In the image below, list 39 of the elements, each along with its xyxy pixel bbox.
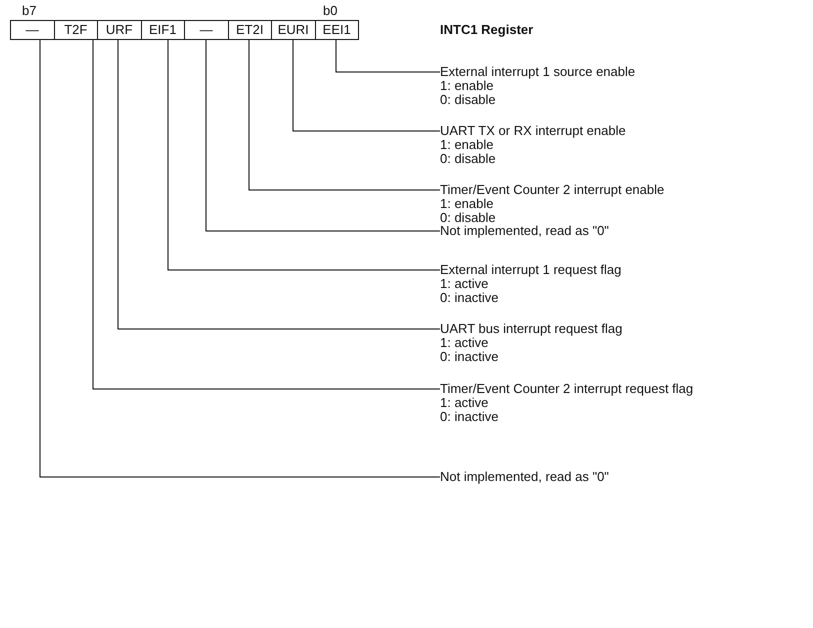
bit-description: Not implemented, read as "0" <box>440 470 609 484</box>
leader-line <box>248 40 440 190</box>
bit-value-note: 0: inactive <box>440 291 500 305</box>
leader-line <box>92 40 440 390</box>
leader-line <box>336 40 440 72</box>
register-bit-cell: EEI1 <box>314 20 359 40</box>
register-bit-cell: URF <box>97 20 142 40</box>
register-bit-cell: T2F <box>54 20 98 40</box>
bit-value-note: 1: enable <box>440 79 494 93</box>
register-bit-cell: EURI <box>271 20 316 40</box>
bit-value-note: 0: disable <box>440 211 497 225</box>
bit-description: External interrupt 1 source enable <box>440 65 636 79</box>
leader-line <box>40 40 440 478</box>
bit-value-note: 1: active <box>440 336 490 350</box>
register-bit-cell: — <box>184 20 228 40</box>
bit-value-note: 1: enable <box>440 138 494 152</box>
leader-line <box>206 40 440 232</box>
register-bit-cell: — <box>10 20 54 40</box>
bit-number: b0 <box>323 3 338 18</box>
register-bit-cell: ET2I <box>228 20 272 40</box>
bit-description: UART bus interrupt request flag <box>440 322 622 336</box>
bit-description: Not implemented, read as "0" <box>440 224 609 238</box>
bit-number: b7 <box>22 3 36 18</box>
bit-value-note: 0: disable <box>440 93 497 107</box>
bit-description: UART TX or RX interrupt enable <box>440 124 626 138</box>
bit-value-note: 0: inactive <box>440 410 500 424</box>
bit-value-note: 0: disable <box>440 152 497 166</box>
register-bit-cell: EIF1 <box>140 20 185 40</box>
bit-description: Timer/Event Counter 2 interrupt request flag <box>440 382 694 396</box>
leader-line <box>292 40 440 132</box>
leader-line <box>168 40 440 270</box>
leader-line <box>118 40 440 330</box>
bit-value-note: 1: active <box>440 277 490 291</box>
bit-value-note: 1: enable <box>440 197 494 211</box>
register-title: INTC1 Register <box>440 22 534 37</box>
bit-description: External interrupt 1 request flag <box>440 263 622 277</box>
bit-description: Timer/Event Counter 2 interrupt enable <box>440 183 664 197</box>
bit-value-note: 0: inactive <box>440 350 500 364</box>
bit-value-note: 1: active <box>440 396 490 410</box>
